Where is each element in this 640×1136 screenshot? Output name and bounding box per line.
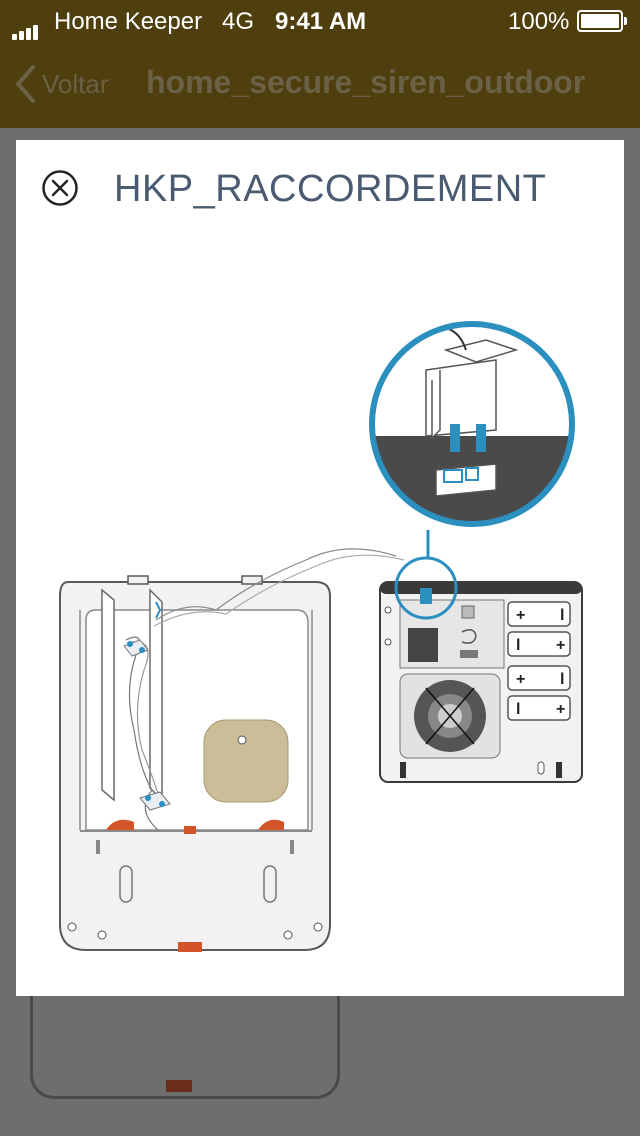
network-type: 4G [222, 8, 255, 35]
page-title: home_secure_siren_outdoor [146, 64, 586, 100]
modal-title: HKP_RACCORDEMENT [114, 168, 547, 210]
svg-text:+: + [516, 671, 525, 688]
svg-text:+: + [556, 637, 565, 654]
svg-text:l: l [516, 637, 520, 654]
back-button[interactable]: Voltar [14, 62, 109, 106]
siren-cover-illustration [59, 548, 405, 952]
clock: 9:41 AM [275, 8, 367, 35]
svg-text:l: l [560, 607, 564, 624]
wiring-illustration: + l l + + l l + [59, 321, 583, 952]
connector-zoom-callout [369, 321, 575, 558]
background-device-outline [30, 990, 340, 1099]
carrier-name: Home Keeper [54, 8, 203, 35]
svg-text:l: l [560, 671, 564, 688]
battery-icon [577, 10, 627, 32]
signal-icon [12, 12, 40, 40]
svg-text:+: + [556, 701, 565, 718]
background-device-label [166, 1080, 192, 1092]
navigation-bar: Voltar home_secure_siren_outdoor [0, 40, 640, 128]
back-label: Voltar [42, 68, 109, 99]
svg-text:+: + [516, 607, 525, 624]
image-modal: HKP_RACCORDEMENT [16, 140, 624, 996]
battery-percent: 100% [508, 8, 570, 35]
siren-base-illustration: + l l + + l l + [379, 556, 583, 783]
chevron-left-icon [16, 65, 35, 103]
svg-text:l: l [516, 701, 520, 718]
close-icon[interactable] [42, 170, 78, 206]
status-bar: Home Keeper 4G 9:41 AM 100% [0, 0, 640, 40]
